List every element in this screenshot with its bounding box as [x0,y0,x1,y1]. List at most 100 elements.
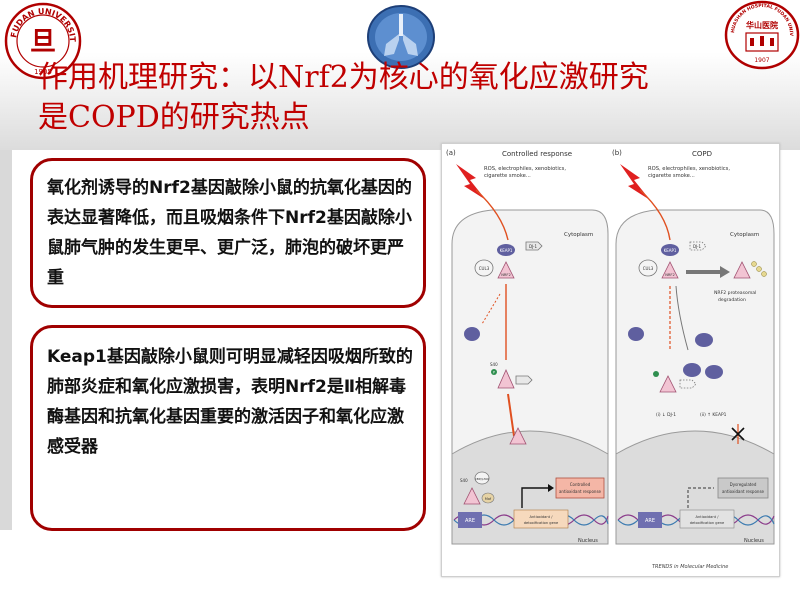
panel-b-cul3-label: CUL3 [643,266,654,271]
nrf2-mechanism-diagram: (a) Controlled response ROS, electrophil… [446,149,775,570]
panel-a-stimulus-line-2: cigarette smoke... [484,173,531,179]
panel-a-nuclear-nrf2-bound-shape [463,487,481,505]
panel-b-are-label: ARE [645,518,655,524]
panel-b-keap1-up-shape-3 [705,365,723,379]
slide-title-line-2: 是COPD的研究热点 [38,100,310,135]
panel-a-keap1-release-arrow [481,293,501,325]
panel-b-keap1-up-shape-1 [695,333,713,347]
panel-a-response-line-1: Controlled [570,482,591,487]
panel-a-free-keap1-shape [464,327,480,341]
panel-b-dj1-shape [689,241,707,251]
fudan-seal-glyph: 旦 [30,27,56,57]
panel-b-cytoplasm-label: Cytoplasm [730,232,759,238]
panel-a-nrf2-phospho-shape [497,369,515,389]
panel-b: (b) COPD ROS, electrophiles, xenobiotics… [612,149,775,545]
slide-title: 作用机理研究：以Nrf2为核心的氧化应激研究 是COPD的研究热点 [38,58,758,138]
panel-b-stimulus-arrow [639,189,671,241]
panel-a-cul3-shape [474,259,494,277]
figure-caption: TRENDS in Molecular Medicine [652,564,728,570]
panel-a-dj1-bound-shape [515,375,533,385]
panel-a-transcription-arrow [521,487,550,508]
huashan-seal-year: 1907 [754,57,769,64]
panel-a-gene-line-2: detoxification gene [524,521,559,525]
panel-b-keap1-up-shape-2 [683,363,701,377]
panel-b-degradation-line-2: degradation [718,297,746,303]
slide-title-line-1: 作用机理研究：以Nrf2为核心的氧化应激研究 [38,60,649,95]
panel-b-dj1-dashed-shape [679,379,697,389]
panel-b-lightning-icon [620,164,650,200]
panel-a-s40-label: S40 [490,362,498,367]
panel-a-maf-shape [481,492,495,504]
panel-a-nrf2-shape [497,261,515,279]
fudan-university-seal-icon: FUDAN UNIVERSITY 旦 1905 [4,2,82,80]
text-box-keap1-knockout: Keap1基因敲除小鼠则可明显减轻因吸烟所致的肺部炎症和氧化应激损害，表明Nrf… [30,325,426,531]
panel-b-gene-line-2: detoxification gene [690,521,725,525]
panel-b-response-line-1: Dysregulated [730,482,757,487]
panel-b-degradation-line-1: NRF2 proteasomal [714,290,756,296]
fudan-seal-year: 1905 [34,68,52,76]
panel-b-response-line-2: antioxidant response [722,489,765,494]
panel-a-cytoplasm-label: Cytoplasm [564,232,593,238]
panel-a-keap1-label: KEAP1 [500,248,513,253]
panel-b-dj1-label: DJ-1 [693,244,702,249]
panel-b-note-ii: (ii) ↑ KEAP1 [700,412,727,418]
panel-b-keap1-label: KEAP1 [664,248,677,253]
panel-a-nuclear-nrf2-shape [509,427,527,445]
panel-b-nucleus-label: Nucleus [744,538,764,544]
panel-a-are-label: ARE [465,518,475,524]
panel-b-ubiquitin-icon-3 [761,271,767,277]
panel-a-cbp-shape [474,471,490,485]
panel-b-label: (b) [612,149,622,157]
text-box-nrf2-knockout: 氧化剂诱导的Nrf2基因敲除小鼠的抗氧化基因的表达显著降低，而且吸烟条件下Nrf… [30,158,426,308]
panel-b-gene-box [679,509,735,529]
panel-b-phospho-icon [653,371,659,377]
panel-a-keap1-shape [497,244,515,256]
panel-a-response-line-2: antioxidant response [559,489,602,494]
panel-b-nrf2-label: NRF2 [665,273,675,277]
panel-b-gene-line-1: Antioxidant / [696,515,720,519]
panel-a-nrf2-label: NRF2 [501,273,511,277]
panel-a-cbp-label: CBP/p300 [475,477,490,481]
panel-b-stimulus-line-1: ROS, electrophiles, xenobiotics, [648,166,730,172]
text-box-nrf2-knockout-text: 氧化剂诱导的Nrf2基因敲除小鼠的抗氧化基因的表达显著降低，而且吸烟条件下Nrf… [47,178,412,288]
panel-b-stimulus-line-2: cigarette smoke... [648,173,695,179]
panel-b-ubiquitin-icon-2 [756,266,762,272]
panel-a-label: (a) [446,149,456,157]
nrf2-mechanism-figure: (a) Controlled response ROS, electrophil… [441,143,780,577]
panel-b-nrf2-phospho-shape [659,375,677,393]
panel-a-nucleus-label: Nucleus [578,538,598,544]
panel-b-degraded-nrf2-shape [733,261,751,279]
panel-b-ubiquitin-icon-1 [751,261,757,267]
panel-a-dj1-shape [525,241,543,251]
respiratory-lungs-emblem-icon [367,5,435,69]
panel-b-feedback-arrow [675,285,689,351]
panel-b-note-i: (i) ↓ DJ-1 [656,412,676,418]
panel-b-heading: COPD [692,150,712,158]
huashan-seal-name: 华山医院 [746,20,778,30]
huashan-hospital-seal-icon: HUASHAN HOSPITAL FUDAN UNIVERSITY 华山医院 1… [724,0,800,70]
panel-a-response-box [555,477,605,499]
panel-b-keap1-shape [661,244,679,256]
panel-a-are-box [458,512,482,528]
panel-a-stimulus-arrow [475,189,509,241]
panel-b-response-box [717,477,769,499]
panel-b-cul3-shape [638,259,658,277]
panel-a-heading: Controlled response [502,150,572,158]
panel-b-block-x-icon [731,427,745,441]
panel-a-gene-line-1: Antioxidant / [530,515,554,519]
panel-b-degradation-arrow [686,266,730,278]
panel-a: (a) Controlled response ROS, electrophil… [446,149,609,545]
panel-b-are-box [638,512,662,528]
panel-b-free-keap1-shape [628,327,644,341]
text-box-keap1-knockout-text: Keap1基因敲除小鼠则可明显减轻因吸烟所致的肺部炎症和氧化应激损害，表明Nrf… [47,347,413,457]
panel-a-gene-box [513,509,569,529]
panel-a-cul3-label: CUL3 [479,266,490,271]
panel-a-stimulus-line-1: ROS, electrophiles, xenobiotics, [484,166,566,172]
panel-a-transcription-arrowhead [548,484,554,492]
panel-a-phospho-label: P [493,371,495,375]
panel-a-dj1-label: DJ-1 [529,244,538,249]
left-accent-bar [0,150,12,530]
panel-a-maf-label: Maf [485,497,492,501]
panel-b-transcription-arrow [687,487,714,508]
